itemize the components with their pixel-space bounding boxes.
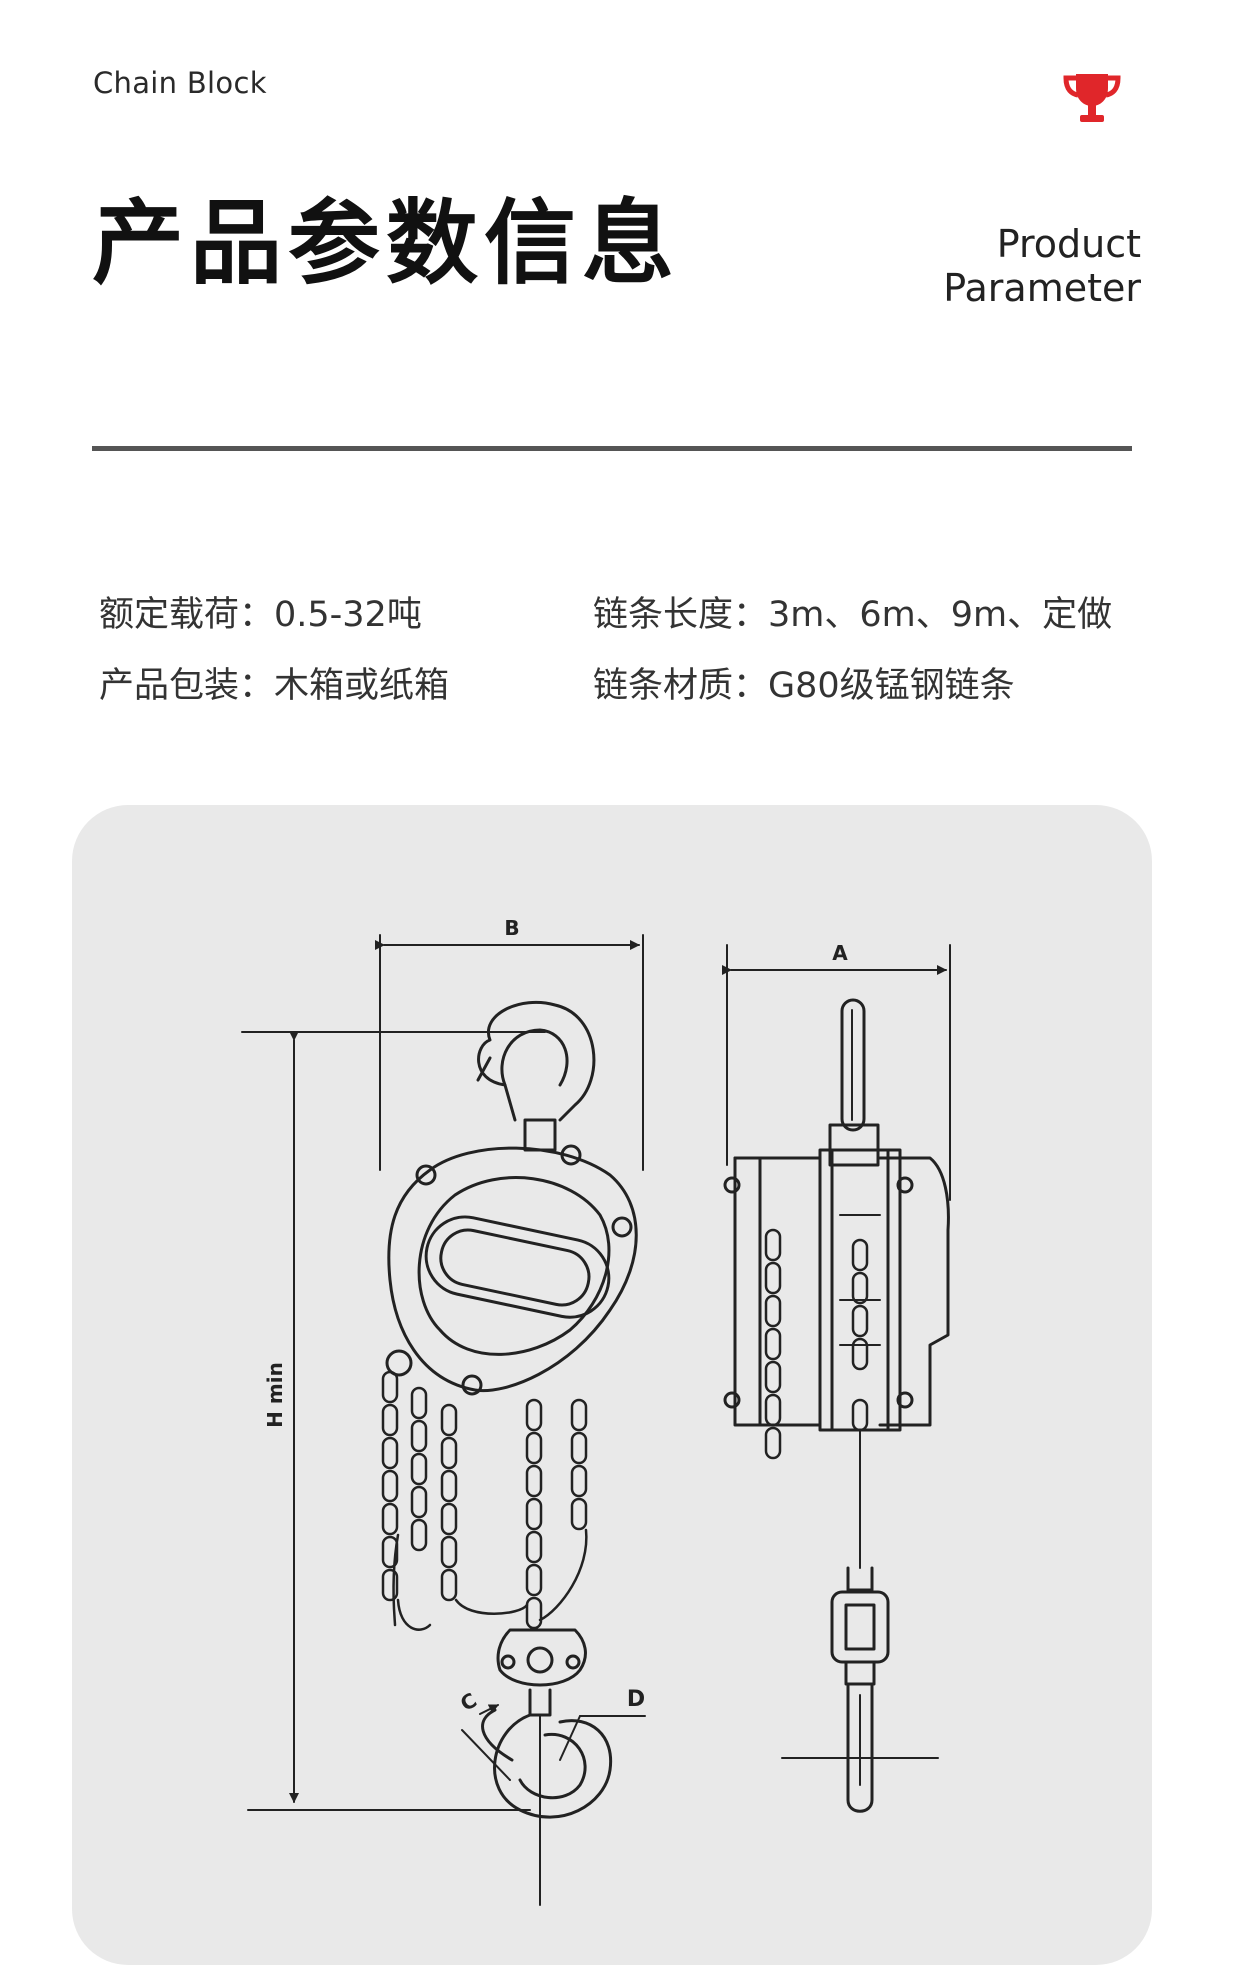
side-housing (723, 998, 950, 1432)
label-a: A (832, 941, 848, 965)
param-chain-length: 链条长度：3m、6m、9m、定做 (593, 595, 1113, 635)
label-b: B (504, 916, 519, 940)
side-bottom-hook (781, 1429, 939, 1813)
divider (92, 446, 1132, 451)
label-h-min: H min (263, 1362, 287, 1428)
hand-chain-side (764, 1228, 869, 1460)
brand-label: Chain Block (93, 66, 267, 100)
dimension-a (722, 944, 951, 1201)
diagram-panel (72, 805, 1152, 1965)
subtitle-line-1: Product (996, 222, 1141, 266)
param-chain-material: 链条材质：G80级锰钢链条 (593, 666, 1015, 706)
label-c: C (456, 1688, 481, 1716)
trophy-icon (1063, 74, 1121, 122)
hand-chain-front (381, 1370, 588, 1631)
chain-block-diagram: B A H min C D (241, 916, 951, 1906)
dimension-h (241, 1031, 546, 1811)
label-d: D (627, 1687, 645, 1712)
bottom-hook (461, 1628, 646, 1906)
page-subtitle: Product Parameter (943, 222, 1141, 310)
page-title: 产品参数信息 (92, 190, 681, 297)
param-rated-load: 额定载荷：0.5-32吨 (99, 595, 422, 635)
param-packaging: 产品包装：木箱或纸箱 (99, 666, 450, 706)
top-hook (476, 1000, 596, 1166)
front-housing (385, 1146, 638, 1396)
subtitle-line-2: Parameter (943, 266, 1141, 310)
dimension-b (375, 934, 644, 1171)
